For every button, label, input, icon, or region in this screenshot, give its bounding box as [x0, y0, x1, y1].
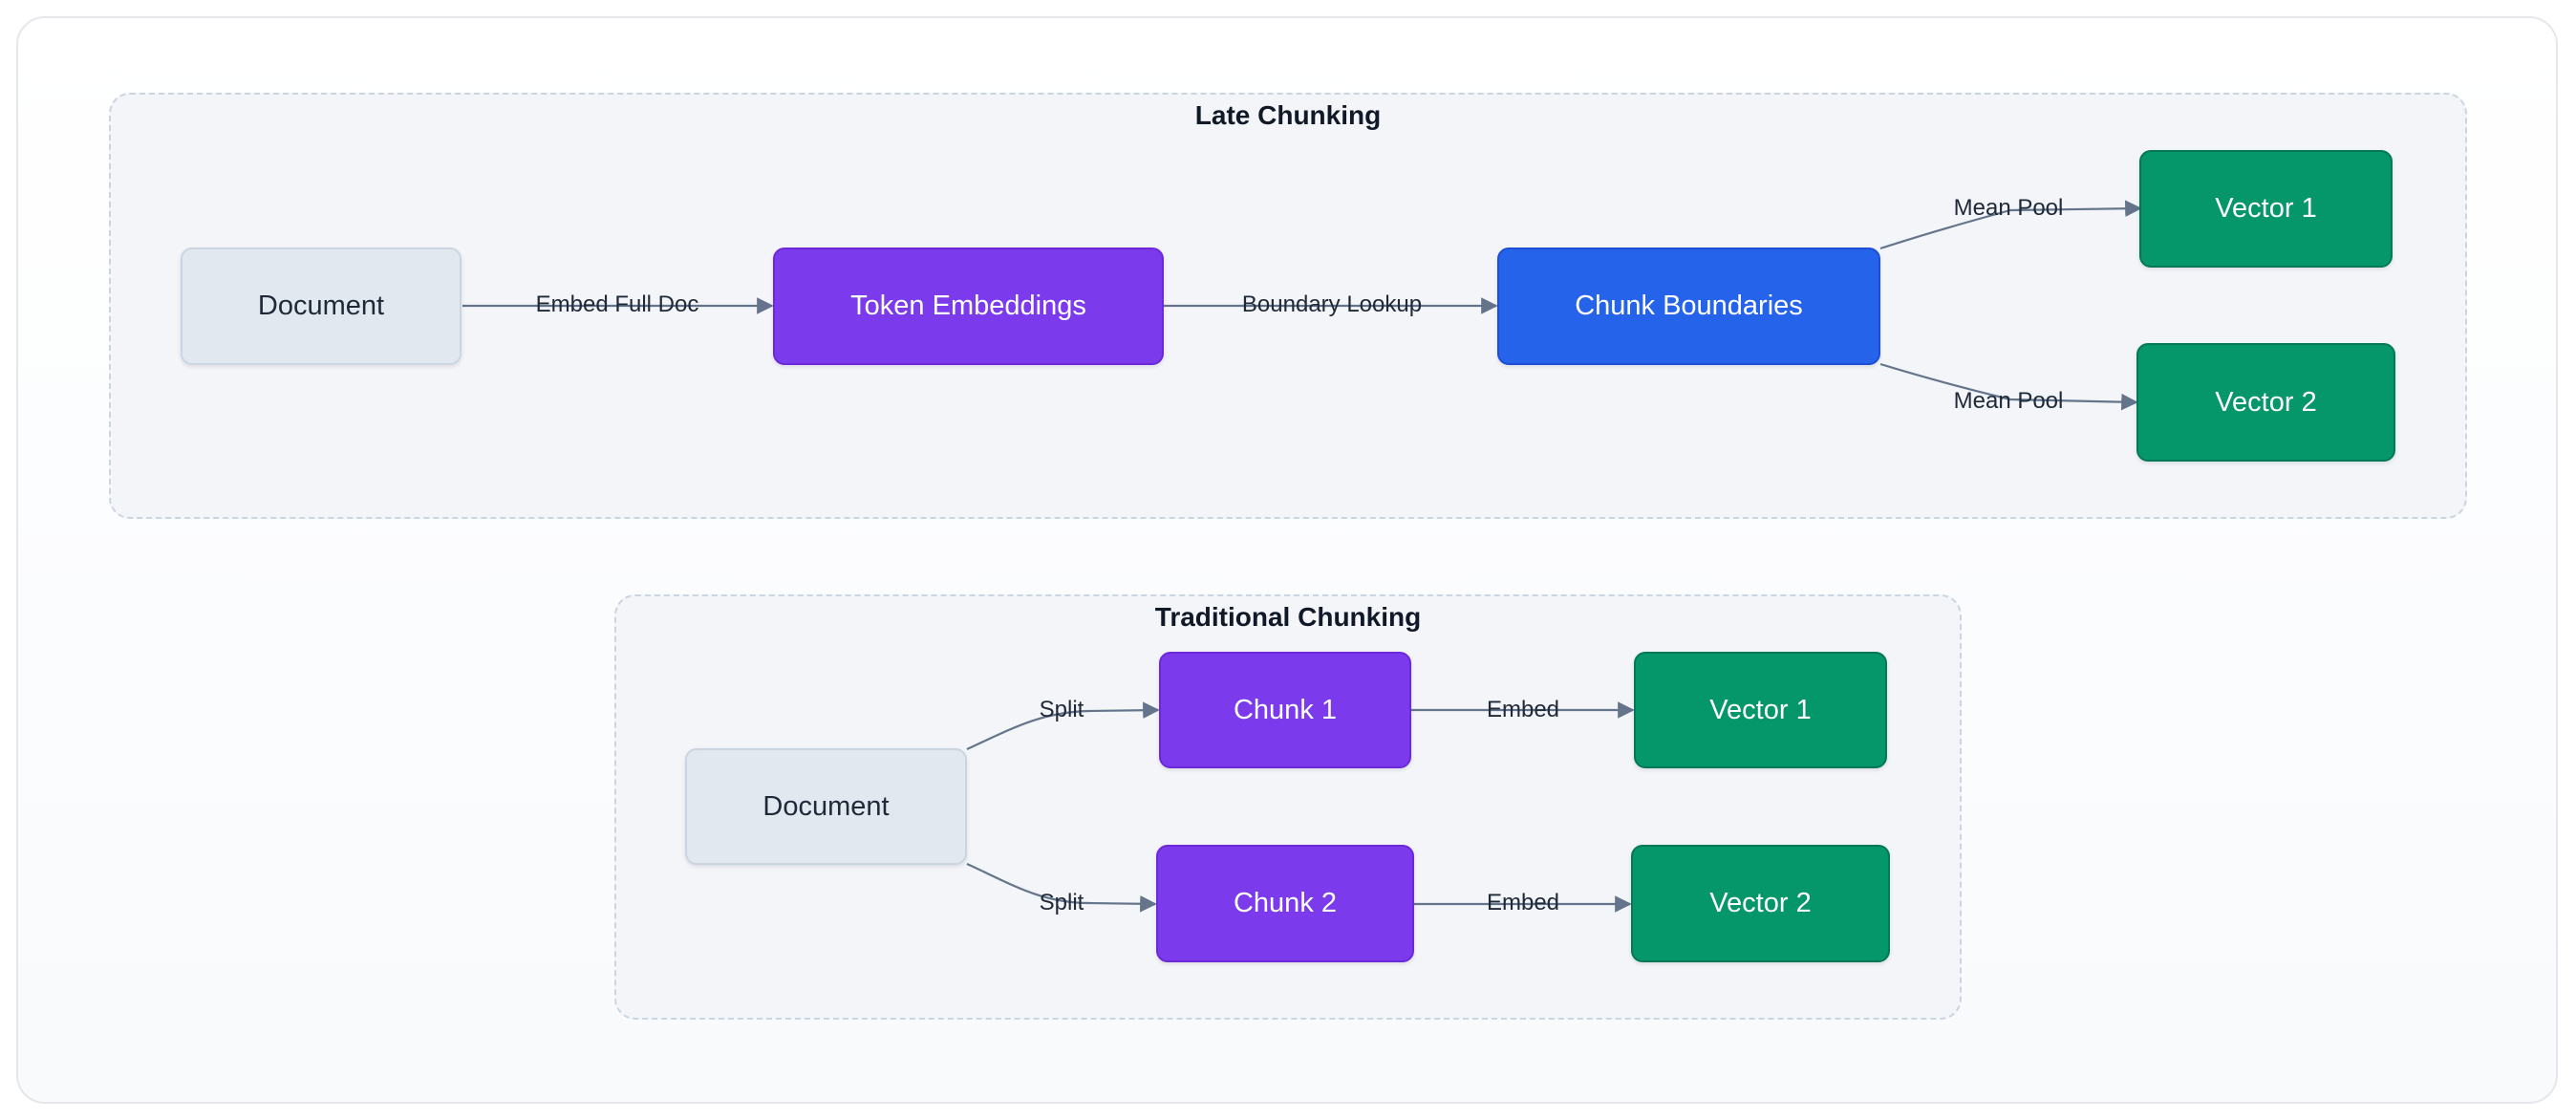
node-label: Document [762, 790, 890, 822]
node-token-embeddings[interactable]: Token Embeddings [773, 248, 1164, 365]
node-vector-1[interactable]: Vector 1 [2139, 150, 2393, 268]
node-chunk-1[interactable]: Chunk 1 [1159, 652, 1411, 768]
group-title: Late Chunking [1194, 100, 1382, 130]
node-vector-1[interactable]: Vector 1 [1634, 652, 1887, 768]
node-label: Token Embeddings [850, 291, 1086, 321]
edge-label-mean-pool-2: Mean Pool [1951, 343, 2066, 460]
edge-label-mean-pool-1: Mean Pool [1951, 150, 2066, 267]
node-document[interactable]: Document [181, 248, 462, 365]
group-title: Traditional Chunking [1154, 602, 1422, 632]
edge-label-split-1: Split [1037, 652, 1086, 768]
node-label: Chunk Boundaries [1575, 291, 1803, 321]
node-vector-2[interactable]: Vector 2 [2136, 343, 2395, 462]
node-label: Chunk 1 [1233, 694, 1337, 725]
node-chunk-boundaries[interactable]: Chunk Boundaries [1497, 248, 1880, 365]
node-document[interactable]: Document [685, 748, 967, 865]
edge-label-embed-2: Embed [1485, 845, 1561, 961]
edge-label-boundary-lookup: Boundary Lookup [1236, 247, 1428, 363]
node-label: Vector 2 [1709, 888, 1812, 918]
edge-label-embed-1: Embed [1485, 652, 1561, 768]
edge-label-split-2: Split [1037, 845, 1086, 961]
node-label: Vector 1 [2215, 193, 2317, 224]
node-label: Document [257, 291, 385, 321]
edge-label-embed-full-doc: Embed Full Doc [532, 247, 702, 363]
node-vector-2[interactable]: Vector 2 [1631, 845, 1890, 962]
node-label: Vector 2 [2215, 386, 2317, 418]
node-label: Vector 1 [1709, 694, 1812, 725]
node-chunk-2[interactable]: Chunk 2 [1156, 845, 1414, 962]
node-label: Chunk 2 [1233, 888, 1337, 918]
